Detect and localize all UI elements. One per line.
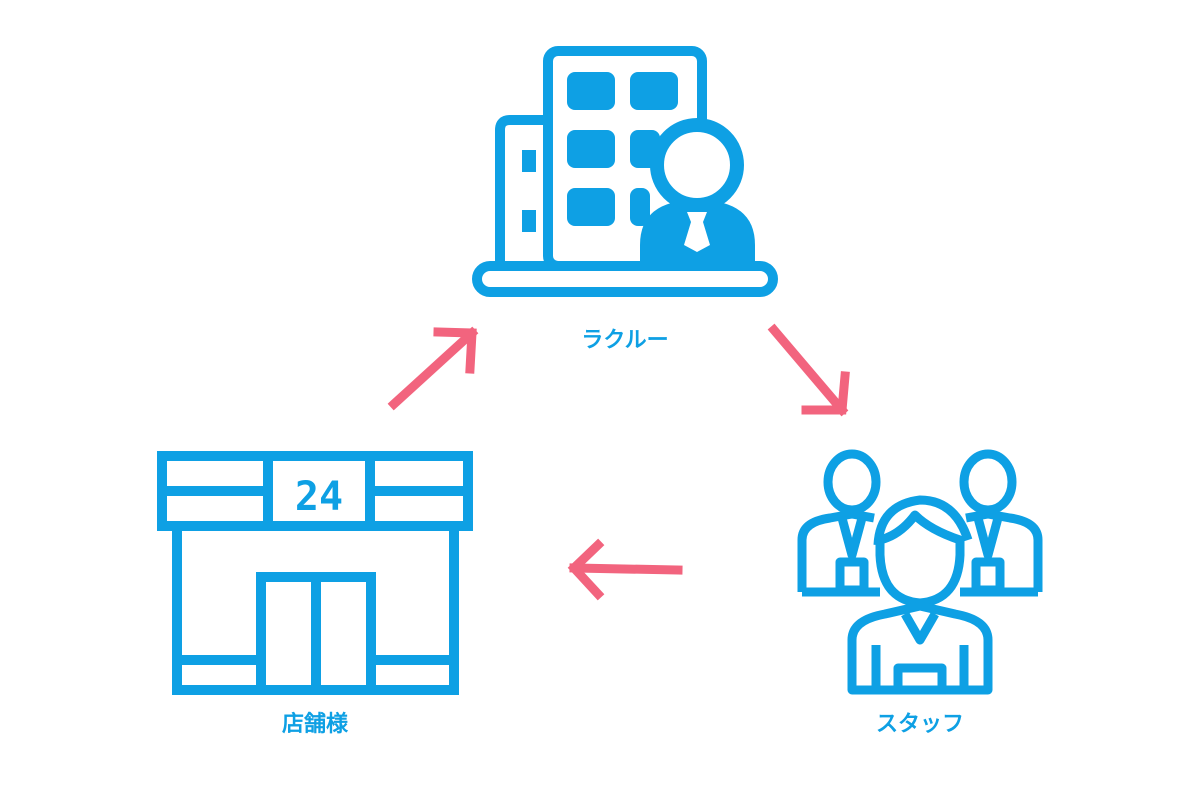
store-label: 店舗様 (281, 712, 348, 737)
staff-label: スタッフ (875, 712, 964, 737)
arrow-agency-to-staff (767, 323, 850, 417)
office-building-person-icon (472, 46, 778, 297)
agency-label: ラクルー (581, 328, 669, 353)
arrow-staff-to-store (567, 538, 683, 601)
store-sign-text: 24 (295, 474, 343, 520)
staff-group-icon (797, 449, 1043, 695)
convenience-store-icon: 24 (157, 451, 473, 695)
arrow-store-to-agency (387, 326, 479, 411)
